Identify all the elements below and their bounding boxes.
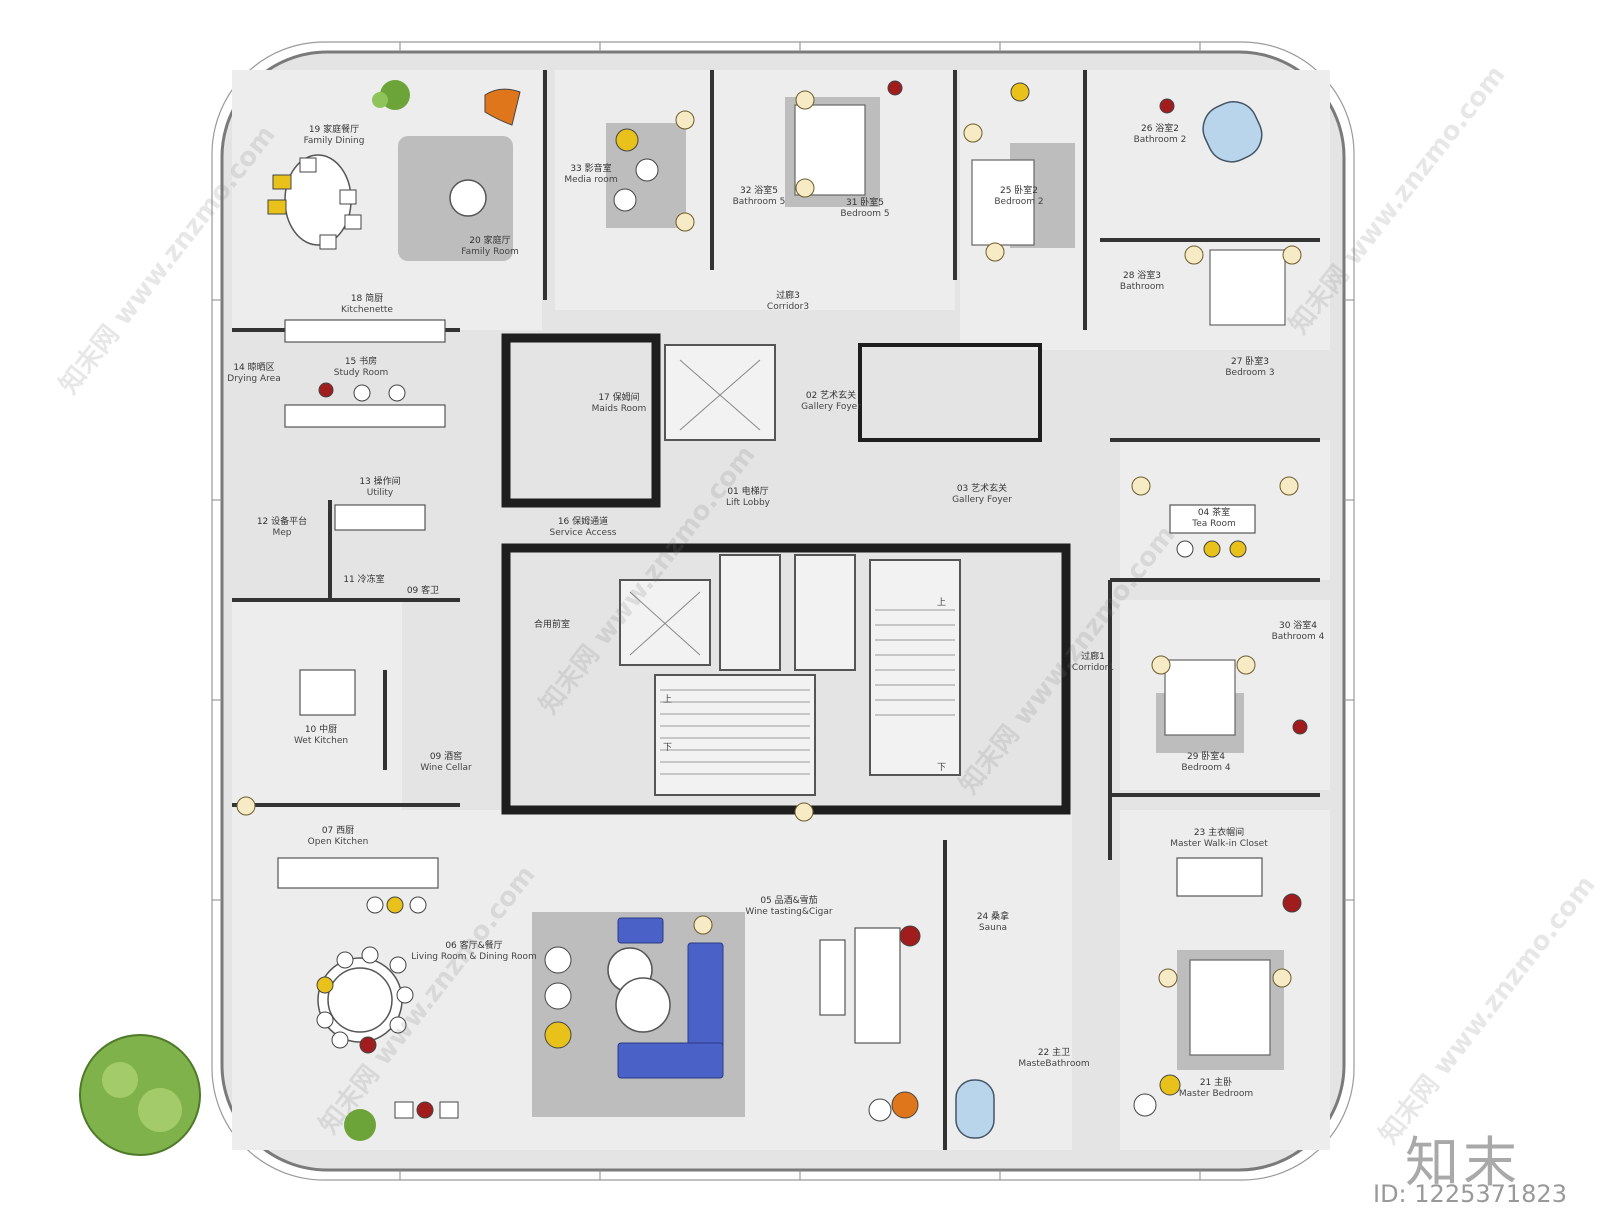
chairs bbox=[267, 80, 1308, 1122]
beds bbox=[794, 104, 1286, 1056]
core-walls bbox=[501, 333, 1071, 815]
facade-outer-line bbox=[211, 41, 1355, 1181]
room-label-fire-lobby: 合用前室 bbox=[533, 620, 571, 630]
tables bbox=[284, 154, 671, 1043]
blue-sofa bbox=[617, 917, 724, 1079]
stair-down-mark-2: 下 bbox=[937, 763, 946, 773]
room-label-guest-wc: 09 客卫 bbox=[406, 586, 440, 596]
planting bbox=[79, 80, 410, 1156]
room-label-cold-room: 11 冷冻室 bbox=[343, 575, 385, 585]
stair-up-mark-2: 上 bbox=[937, 597, 946, 608]
light-fixtures bbox=[236, 90, 1302, 988]
stair-treads bbox=[660, 609, 955, 775]
bathtubs bbox=[955, 101, 1263, 1139]
core-interior bbox=[619, 344, 961, 796]
room-floors bbox=[232, 70, 1330, 1150]
image-id: ID: 1225371823 bbox=[1373, 1180, 1567, 1208]
brand-logo: 知末 bbox=[1405, 1131, 1521, 1194]
elevator-shafts bbox=[629, 359, 761, 656]
counters bbox=[277, 319, 1263, 1044]
window-mullions bbox=[212, 42, 1354, 1180]
stair-up-mark: 上 bbox=[663, 694, 672, 705]
stair-down-mark: 下 bbox=[663, 743, 672, 753]
